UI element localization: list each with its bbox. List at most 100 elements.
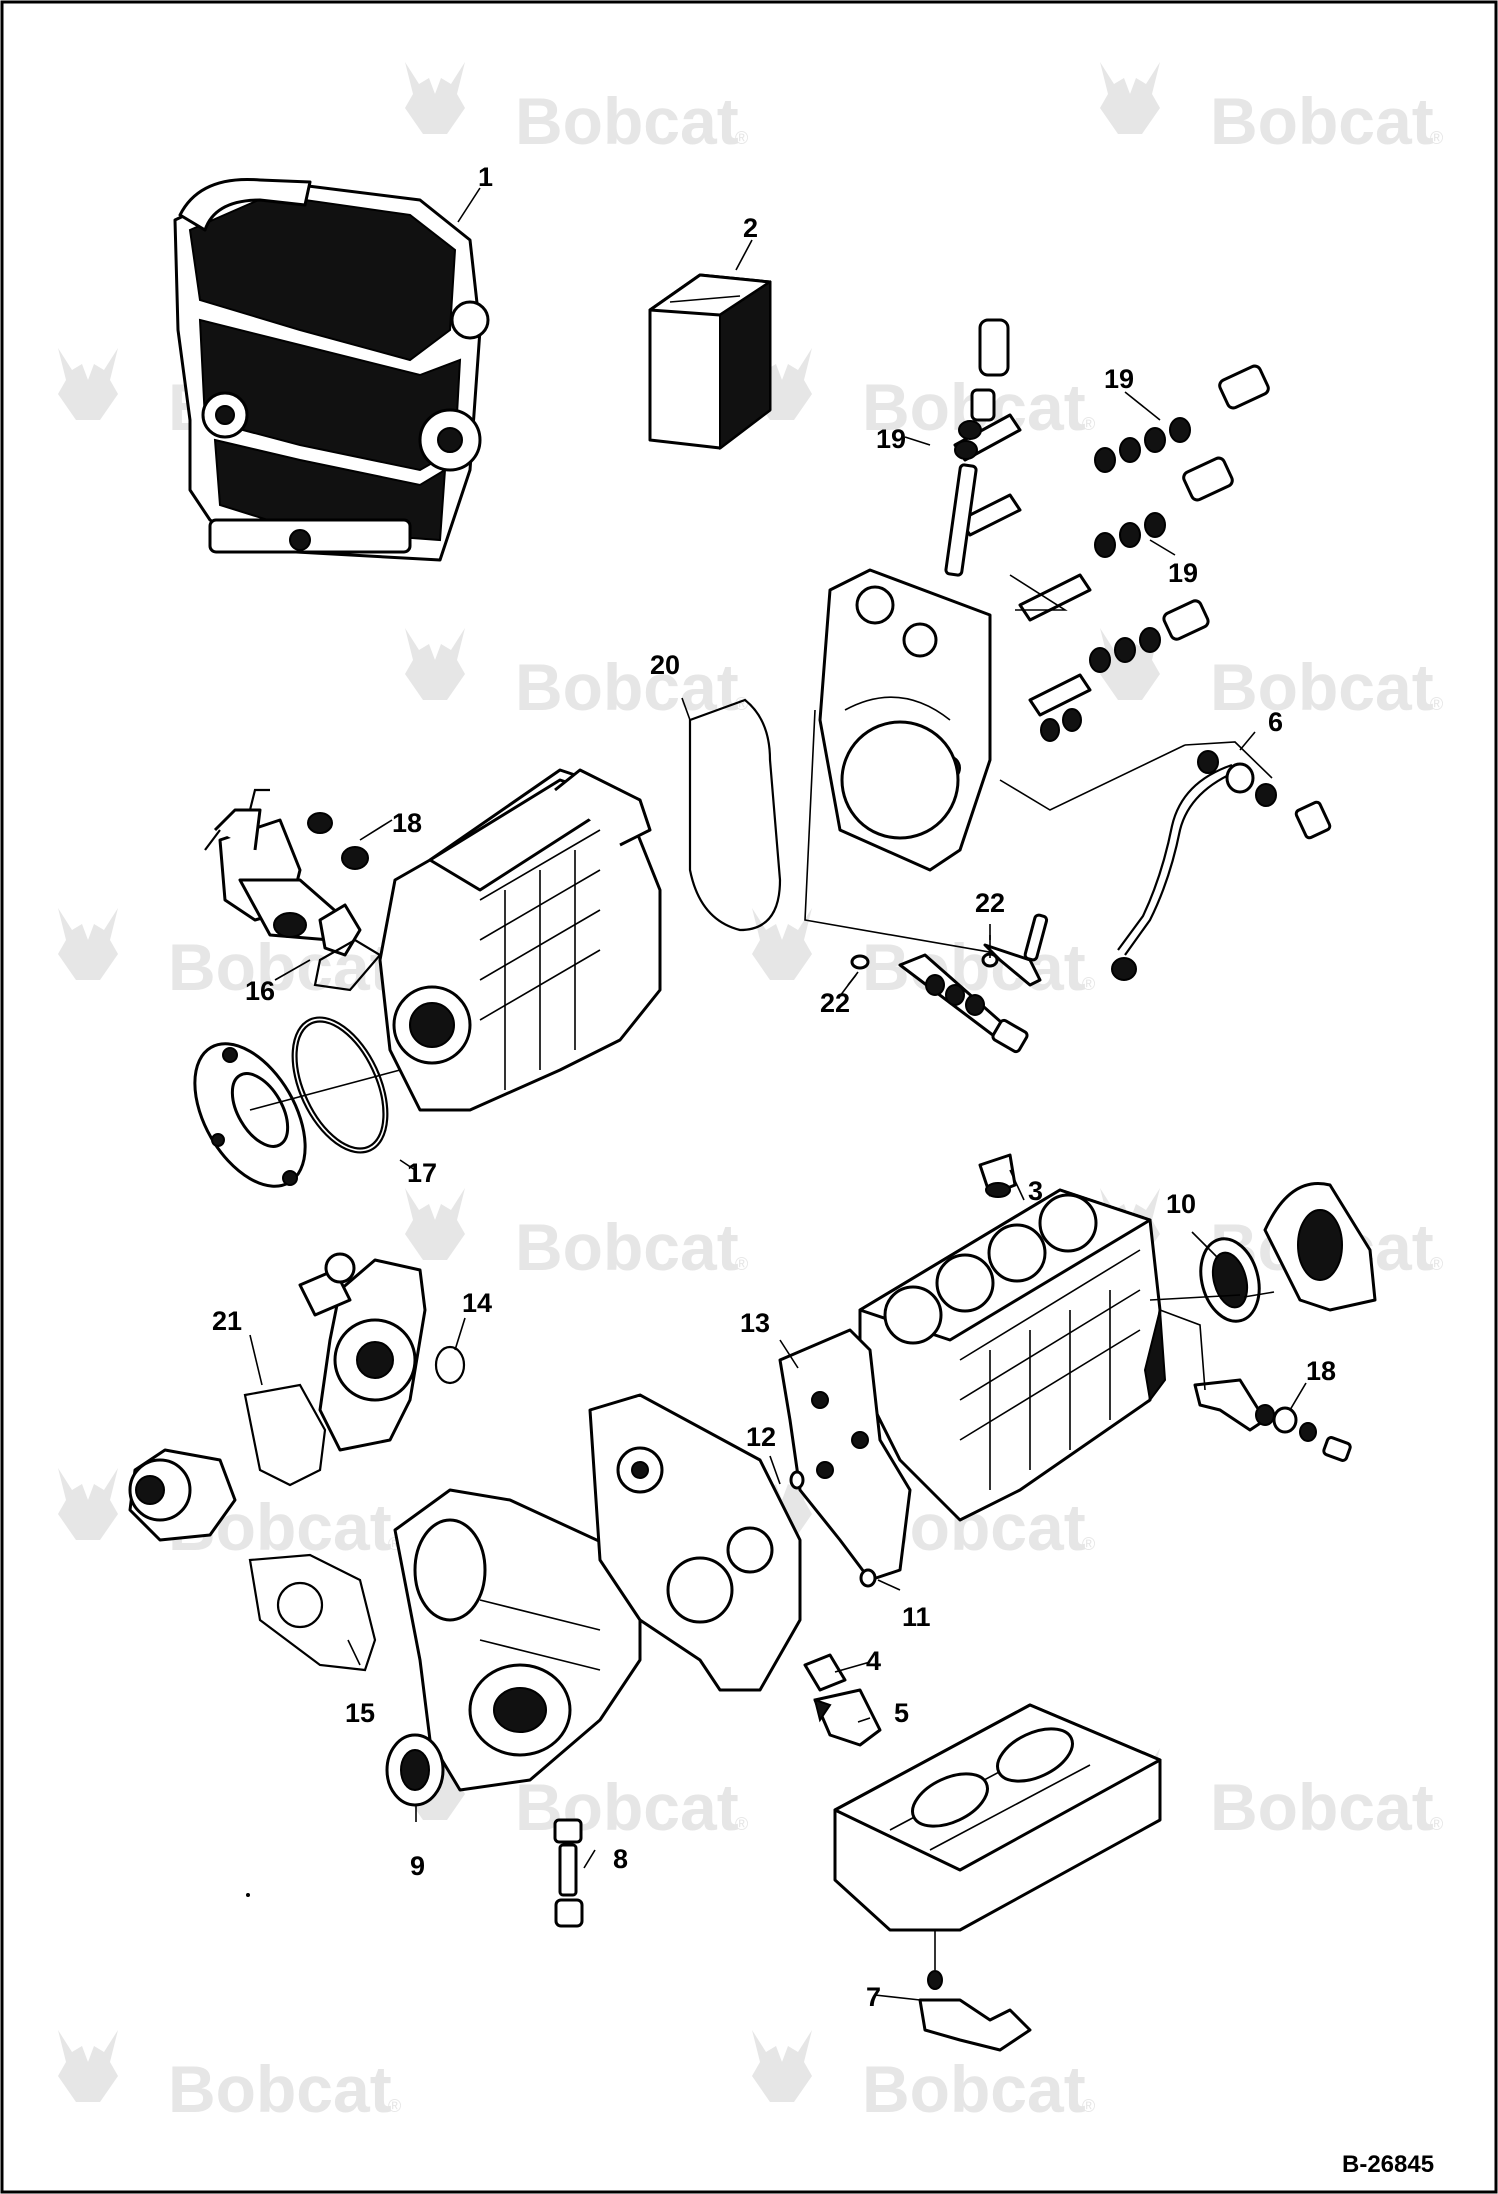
callout-19b: 19: [1104, 364, 1134, 394]
svg-text:®: ®: [1082, 974, 1095, 994]
speck: [246, 1893, 250, 1897]
svg-text:Bobcat: Bobcat: [515, 1770, 739, 1844]
callout-21: 21: [212, 1306, 242, 1336]
thermostat-gasket: [434, 1345, 466, 1385]
o-ring: [249, 1016, 401, 1154]
delivery-valve-set: [1040, 364, 1270, 742]
gear-case-gasket: [248, 1553, 377, 1672]
svg-text:Bobcat: Bobcat: [1210, 1770, 1434, 1844]
callout-19a: 19: [876, 424, 906, 454]
drain-plug: [918, 1970, 1032, 2052]
svg-text:®: ®: [1082, 414, 1095, 434]
engine-assembly: [173, 177, 490, 562]
watermark: Bobcat®: [58, 908, 401, 1004]
svg-text:Bobcat: Bobcat: [862, 930, 1086, 1004]
svg-text:®: ®: [1430, 1254, 1443, 1274]
watermark: Bobcat®: [752, 908, 1095, 1004]
pump-gasket: [681, 697, 782, 932]
svg-text:Bobcat: Bobcat: [1210, 650, 1434, 724]
svg-text:®: ®: [1430, 694, 1443, 714]
figure-reference-code: B-26845: [1342, 2151, 1434, 2178]
callout-22b: 22: [820, 988, 850, 1018]
svg-text:Bobcat: Bobcat: [1210, 84, 1434, 158]
watermark: Bobcat®: [1100, 1748, 1443, 1844]
crankshaft-oil-seal: [385, 1733, 445, 1807]
oil-pressure-switch: [1193, 1378, 1352, 1462]
watermark: Bobcat®: [1100, 628, 1443, 724]
svg-text:Bobcat: Bobcat: [515, 1210, 739, 1284]
callout-18b: 18: [1306, 1356, 1336, 1386]
callout-3: 3: [1028, 1176, 1043, 1206]
watermark: Bobcat®: [405, 62, 748, 158]
callout-18a: 18: [392, 808, 422, 838]
water-pump-body: [298, 1252, 427, 1452]
callout-1: 1: [478, 162, 493, 192]
callout-9: 9: [410, 1851, 425, 1881]
svg-text:®: ®: [735, 1814, 748, 1834]
idler-shaft: [553, 1818, 584, 1928]
rear-seal-housing: [1263, 1182, 1377, 1312]
oil-seal: [1199, 1237, 1261, 1323]
governor-gasket: [313, 938, 382, 992]
injection-nozzle: [847, 913, 1049, 1054]
callout-11: 11: [902, 1602, 931, 1632]
callout-leaders: [249, 187, 1307, 2001]
gear-case-cover: [378, 768, 662, 1112]
svg-text:®: ®: [735, 1254, 748, 1274]
callout-15: 15: [345, 1698, 375, 1728]
callout-19c: 19: [1168, 558, 1198, 588]
svg-text:Bobcat: Bobcat: [168, 2052, 392, 2126]
watermark: Bobcat®: [405, 628, 748, 724]
watermark: Bobcat®: [405, 1188, 748, 1284]
injection-pump-housing: [804, 318, 1270, 961]
callout-17: 17: [407, 1158, 437, 1188]
cylinder-block: [858, 1188, 1167, 1522]
callout-16: 16: [245, 976, 275, 1006]
callout-10: 10: [1166, 1189, 1196, 1219]
callout-8: 8: [613, 1844, 628, 1874]
drive-flange: [193, 1042, 307, 1188]
svg-text:Bobcat: Bobcat: [515, 650, 739, 724]
front-plate: [588, 1393, 802, 1692]
water-pump-gasket: [243, 1383, 327, 1487]
callout-7: 7: [866, 1982, 881, 2012]
callout-20: 20: [650, 650, 680, 680]
injection-pipe: [1111, 741, 1332, 981]
oil-strainer: [803, 1653, 882, 1747]
callout-4: 4: [866, 1646, 881, 1676]
dowel-pin: [789, 1470, 877, 1588]
vertical-plunger: [944, 318, 1010, 577]
svg-text:®: ®: [1430, 1814, 1443, 1834]
callout-22a: 22: [975, 888, 1005, 918]
gear-case: [393, 1488, 642, 1792]
oil-filler-plug: [978, 1153, 1017, 1198]
leader-line: [1149, 1294, 1241, 1391]
svg-text:Bobcat: Bobcat: [168, 930, 392, 1004]
svg-text:Bobcat: Bobcat: [515, 84, 739, 158]
callout-labels: 1 2 3 4 5 6 7 8 9 10 11 12 13 14 15 16 1…: [212, 162, 1336, 2012]
svg-text:®: ®: [735, 128, 748, 148]
callout-5: 5: [894, 1698, 909, 1728]
watermark: Bobcat®: [1100, 62, 1443, 158]
svg-text:®: ®: [388, 2096, 401, 2116]
front-plate-gasket: [778, 1328, 912, 1582]
watermark: Bobcat®: [58, 2030, 401, 2126]
callout-6: 6: [1268, 707, 1283, 737]
callout-12: 12: [746, 1422, 776, 1452]
fuel-feed-pump: [204, 788, 369, 957]
impeller-pump: [128, 1448, 237, 1542]
svg-text:Bobcat: Bobcat: [862, 2052, 1086, 2126]
watermark: Bobcat®: [752, 2030, 1095, 2126]
svg-text:®: ®: [1430, 128, 1443, 148]
callout-14: 14: [462, 1288, 492, 1318]
svg-text:®: ®: [1082, 2096, 1095, 2116]
watermark: Bobcat®: [752, 348, 1095, 444]
callout-2: 2: [743, 213, 758, 243]
gasket-kit-box: [648, 273, 772, 451]
svg-text:®: ®: [1082, 1534, 1095, 1554]
watermark: Bobcat®: [405, 1748, 748, 1844]
oil-pan: [833, 1703, 1162, 1932]
callout-13: 13: [740, 1308, 770, 1338]
